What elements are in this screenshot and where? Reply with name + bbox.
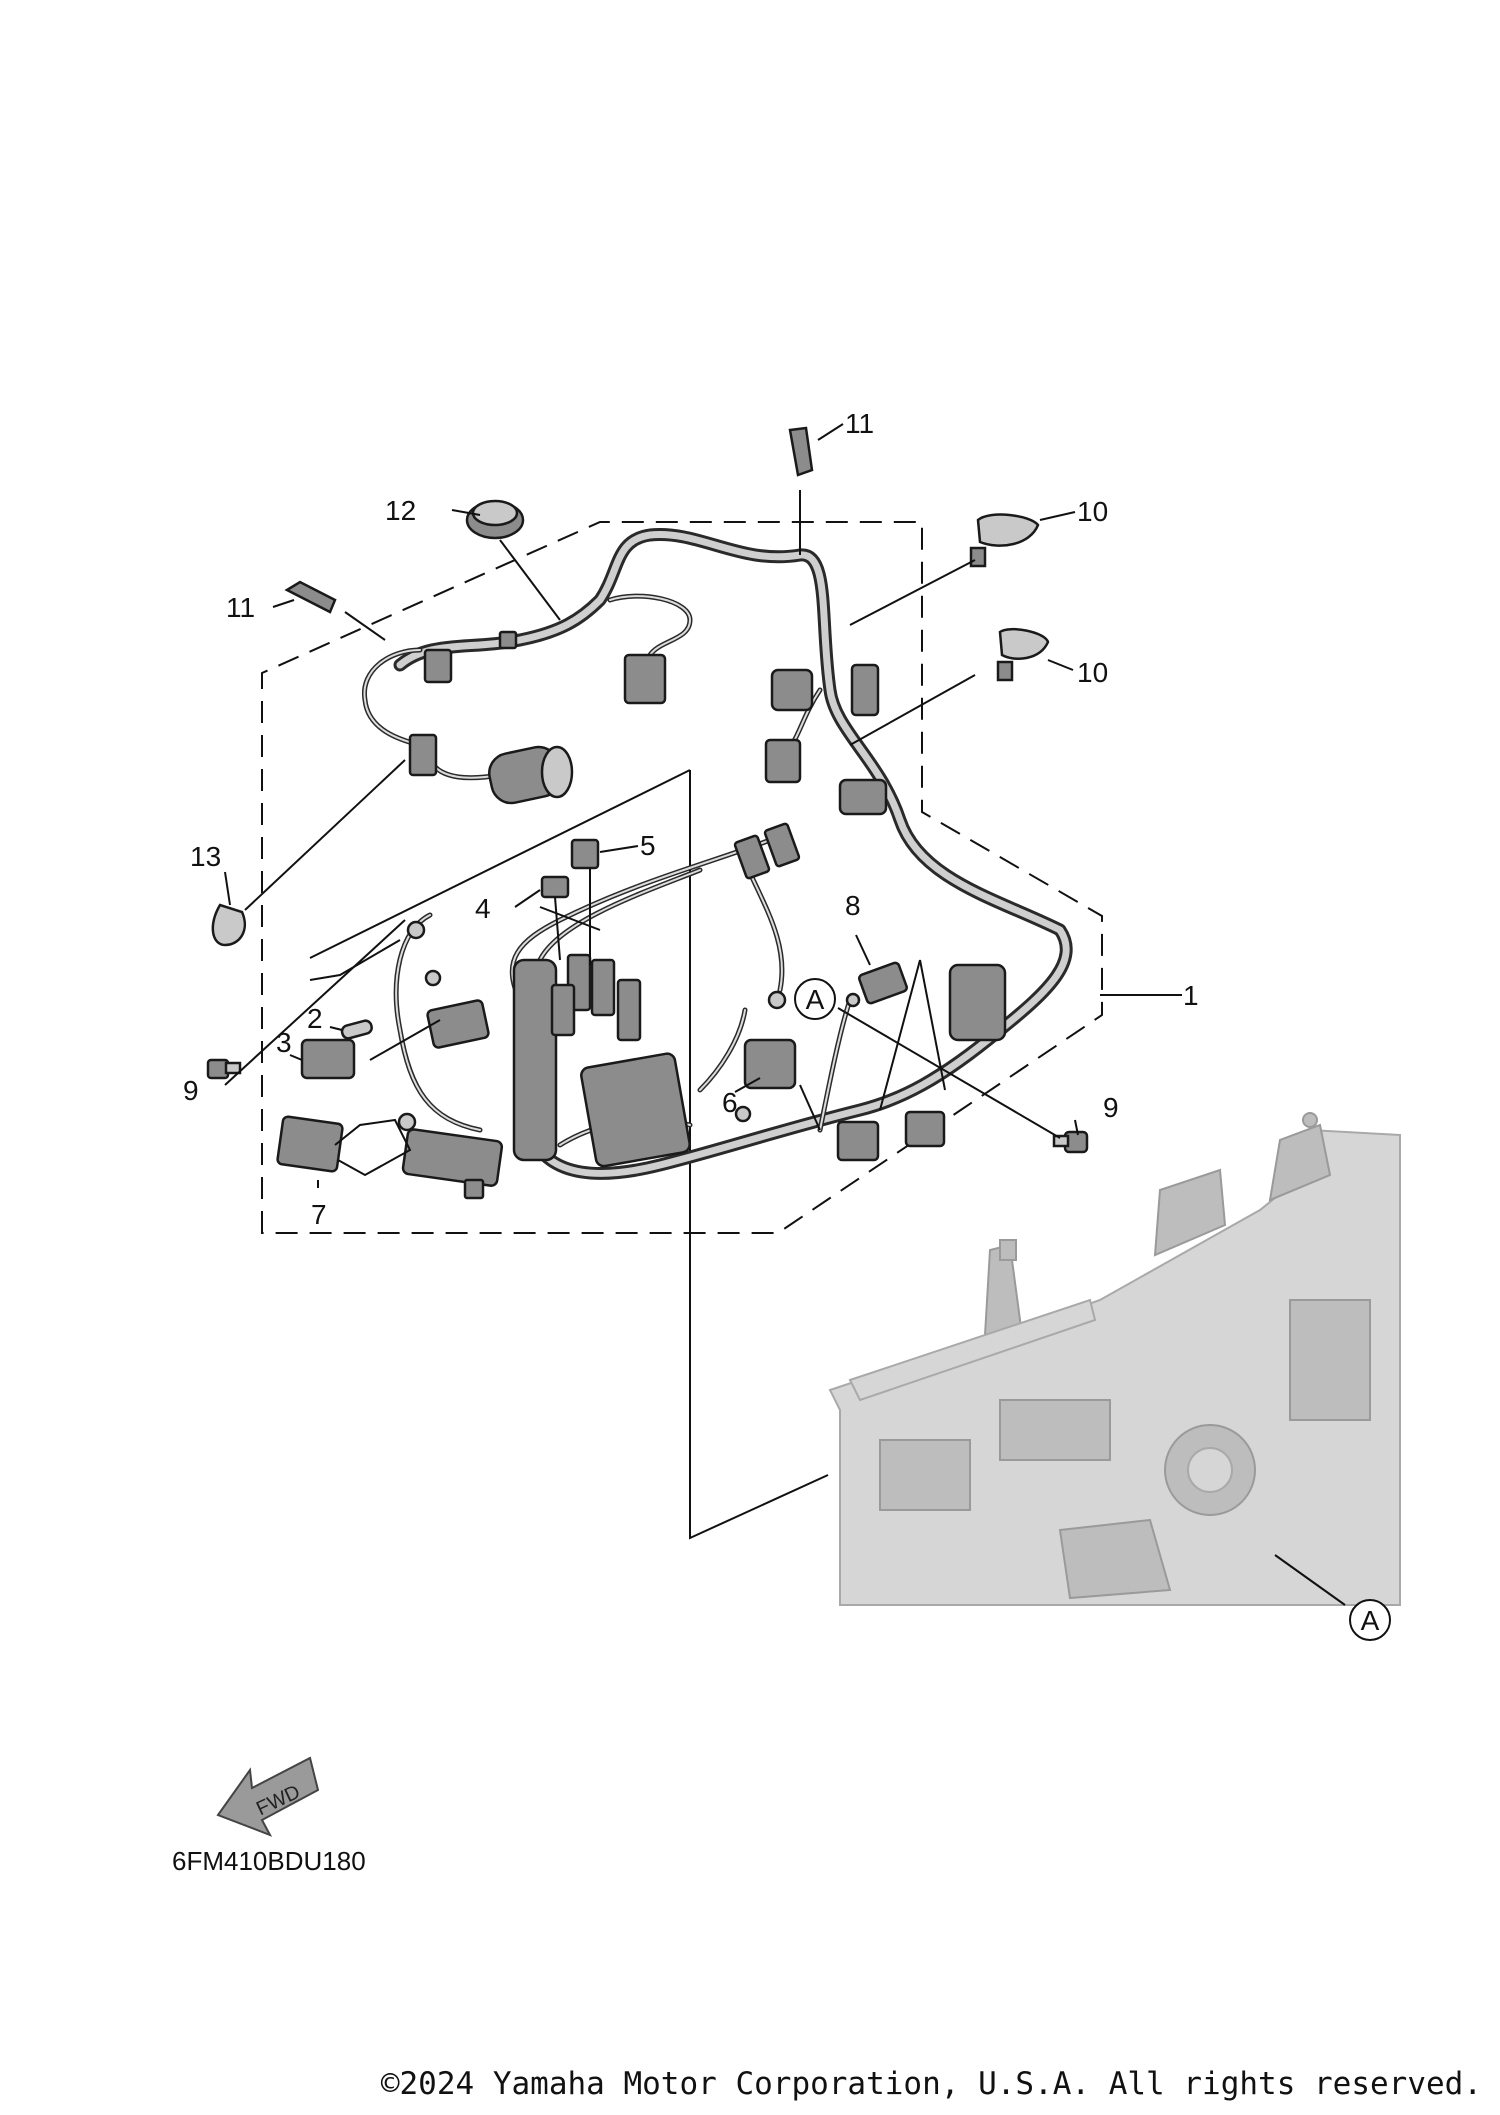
callout-6: 6 [722, 1087, 738, 1118]
engine-block [828, 1112, 1401, 1606]
callout-10-lower: 10 [1077, 657, 1108, 688]
callout-4: 4 [475, 893, 491, 924]
leader-lines [224, 423, 1346, 1606]
svg-text:A: A [1361, 1605, 1380, 1636]
callout-8: 8 [845, 890, 861, 921]
forward-arrow-icon: FWD [216, 1756, 320, 1837]
reference-marker-a-lower: A [1349, 1599, 1391, 1641]
callout-7: 7 [311, 1199, 327, 1230]
callout-labels: 1 2 3 4 5 6 7 8 9 9 10 10 11 11 12 13 A … [183, 408, 1391, 1641]
callout-11-left: 11 [226, 592, 255, 623]
copyright-notice: ©2024 Yamaha Motor Corporation, U.S.A. A… [380, 2066, 1482, 2102]
callout-10-upper: 10 [1077, 496, 1108, 527]
svg-text:A: A [806, 984, 825, 1015]
install-bracket-lines [309, 769, 829, 1540]
callout-12: 12 [385, 495, 416, 526]
callout-13: 13 [190, 841, 221, 872]
callout-3: 3 [276, 1027, 292, 1058]
harness-components [206, 426, 1089, 1200]
callout-9-right: 9 [1103, 1092, 1119, 1123]
callout-1: 1 [1183, 980, 1199, 1011]
callout-9-left: 9 [183, 1075, 199, 1106]
callout-2: 2 [307, 1003, 323, 1034]
reference-marker-a-upper: A [794, 978, 836, 1020]
callout-11-top: 11 [845, 408, 874, 439]
assembly-boundary [261, 521, 1103, 1234]
diagram-code: 6FM410BDU180 [172, 1846, 366, 1876]
callout-5: 5 [640, 830, 656, 861]
